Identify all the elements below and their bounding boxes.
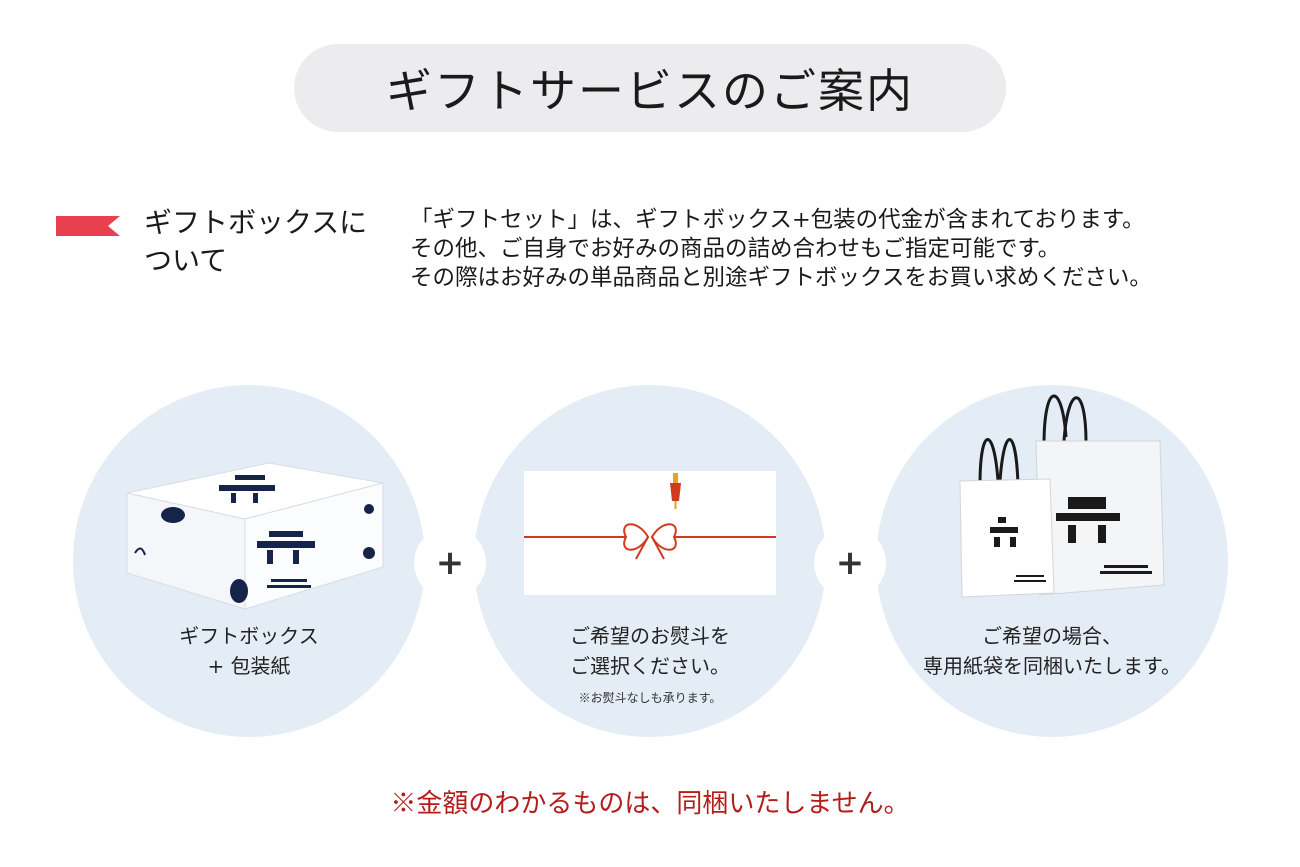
paper-bag-caption: ご希望の場合、 専用紙袋を同梱いたします。: [876, 621, 1228, 681]
caption-line: 専用紙袋を同梱いたします。: [923, 654, 1181, 678]
paper-bag-illustration: [959, 394, 1165, 598]
noshi-note: ※お熨斗なしも承ります。: [578, 691, 722, 705]
footer-notice: ※金額のわかるものは、同梱いたしません。: [390, 789, 910, 819]
section-body-line: 「ギフトセット」は、ギフトボックス+包装の代金が含まれております。: [410, 207, 1145, 233]
caption-line: + 包装紙: [207, 654, 291, 678]
noshi-card: ご希望のお熨斗を ご選択ください。 ※お熨斗なしも承ります。: [474, 385, 826, 737]
gift-box-card: ギフトボックス + 包装紙: [73, 385, 425, 737]
caption-line: ご希望の場合、: [982, 624, 1122, 648]
plus-icon: +: [835, 543, 865, 583]
section-heading: ギフトボックスに ついて: [144, 204, 384, 280]
gift-box-caption: ギフトボックス + 包装紙: [73, 621, 425, 681]
paper-bag-card: ご希望の場合、 専用紙袋を同梱いたします。: [876, 385, 1228, 737]
caption-line: ギフトボックス: [179, 624, 319, 648]
gift-box-illustration: [126, 462, 384, 610]
section-heading-line: ギフトボックスに: [144, 206, 368, 239]
caption-line: ご選択ください。: [570, 654, 730, 678]
plus-icon: +: [435, 543, 465, 583]
section-heading-line: ついて: [144, 244, 228, 277]
caption-line: ご希望のお熨斗を: [570, 624, 730, 648]
section-body-line: その際はお好みの単品商品と別途ギフトボックスをお買い求めください。: [410, 265, 1152, 291]
section-body-line: その他、ご自身でお好みの商品の詰め合わせもご指定可能です。: [410, 236, 1061, 262]
title-banner: ギフトサービスのご案内: [294, 44, 1006, 132]
noshi-paper-illustration: [524, 471, 776, 595]
section-body: 「ギフトセット」は、ギフトボックス+包装の代金が含まれております。 その他、ご自…: [410, 206, 1270, 293]
plus-connector: +: [414, 527, 486, 599]
noshi-caption: ご希望のお熨斗を ご選択ください。: [474, 621, 826, 681]
red-flag-icon: [56, 216, 120, 236]
page-title: ギフトサービスのご案内: [386, 64, 914, 118]
plus-connector: +: [814, 527, 886, 599]
